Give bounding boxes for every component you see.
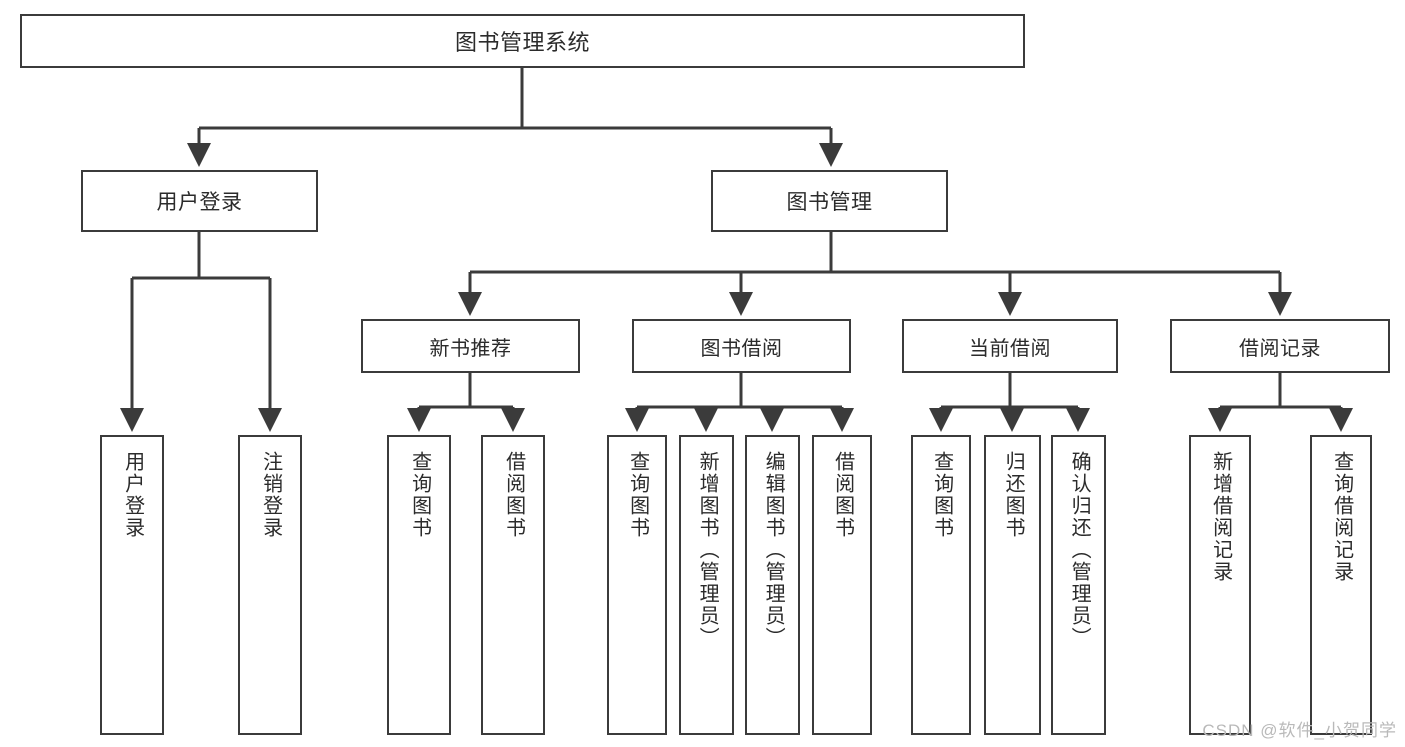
node-leaf-add-record[interactable]: 新增借阅记录 — [1189, 435, 1251, 735]
node-root-label: 图书管理系统 — [454, 30, 590, 55]
node-root[interactable]: 图书管理系统 — [20, 14, 1025, 68]
node-leaf-borrow-book-2[interactable]: 借阅图书 — [812, 435, 872, 735]
node-leaf-query-book-3-label: 查询图书 — [930, 451, 953, 539]
node-leaf-confirm-return[interactable]: 确认归还（管理员） — [1051, 435, 1106, 735]
node-leaf-confirm-return-label: 确认归还（管理员） — [1068, 451, 1091, 649]
node-leaf-query-record-label: 查询借阅记录 — [1330, 451, 1353, 583]
node-book-borrow[interactable]: 图书借阅 — [632, 319, 851, 373]
node-leaf-query-record[interactable]: 查询借阅记录 — [1310, 435, 1372, 735]
node-leaf-borrow-book-1-label: 借阅图书 — [502, 451, 525, 539]
node-leaf-user-login[interactable]: 用户登录 — [100, 435, 164, 735]
node-book-management-label: 图书管理 — [786, 191, 873, 214]
node-leaf-query-book-3[interactable]: 查询图书 — [911, 435, 971, 735]
node-leaf-add-book-label: 新增图书（管理员） — [696, 451, 719, 649]
node-leaf-edit-book[interactable]: 编辑图书（管理员） — [745, 435, 800, 735]
csdn-watermark: CSDN @软件_小贺同学 — [1202, 721, 1397, 740]
node-new-book-recommend[interactable]: 新书推荐 — [361, 319, 580, 373]
node-user-login[interactable]: 用户登录 — [81, 170, 318, 232]
node-book-borrow-label: 图书借阅 — [700, 337, 783, 360]
node-leaf-add-book[interactable]: 新增图书（管理员） — [679, 435, 734, 735]
node-book-management[interactable]: 图书管理 — [711, 170, 948, 232]
node-current-borrow-label: 当前借阅 — [969, 337, 1051, 360]
node-leaf-edit-book-label: 编辑图书（管理员） — [762, 451, 785, 649]
node-leaf-logout[interactable]: 注销登录 — [238, 435, 302, 735]
node-leaf-return-book[interactable]: 归还图书 — [984, 435, 1041, 735]
node-leaf-query-book-1-label: 查询图书 — [408, 451, 431, 539]
node-leaf-query-book-1[interactable]: 查询图书 — [387, 435, 451, 735]
node-leaf-borrow-book-1[interactable]: 借阅图书 — [481, 435, 545, 735]
node-leaf-query-book-2[interactable]: 查询图书 — [607, 435, 667, 735]
node-borrow-record[interactable]: 借阅记录 — [1170, 319, 1390, 373]
node-leaf-query-book-2-label: 查询图书 — [626, 451, 649, 539]
node-borrow-record-label: 借阅记录 — [1239, 337, 1321, 360]
node-leaf-borrow-book-2-label: 借阅图书 — [831, 451, 854, 539]
node-leaf-add-record-label: 新增借阅记录 — [1209, 451, 1232, 583]
node-user-login-label: 用户登录 — [156, 191, 243, 214]
node-new-book-recommend-label: 新书推荐 — [429, 337, 512, 360]
node-leaf-return-book-label: 归还图书 — [1002, 451, 1025, 539]
node-current-borrow[interactable]: 当前借阅 — [902, 319, 1118, 373]
node-leaf-user-login-label: 用户登录 — [121, 451, 144, 539]
node-leaf-logout-label: 注销登录 — [259, 451, 282, 539]
